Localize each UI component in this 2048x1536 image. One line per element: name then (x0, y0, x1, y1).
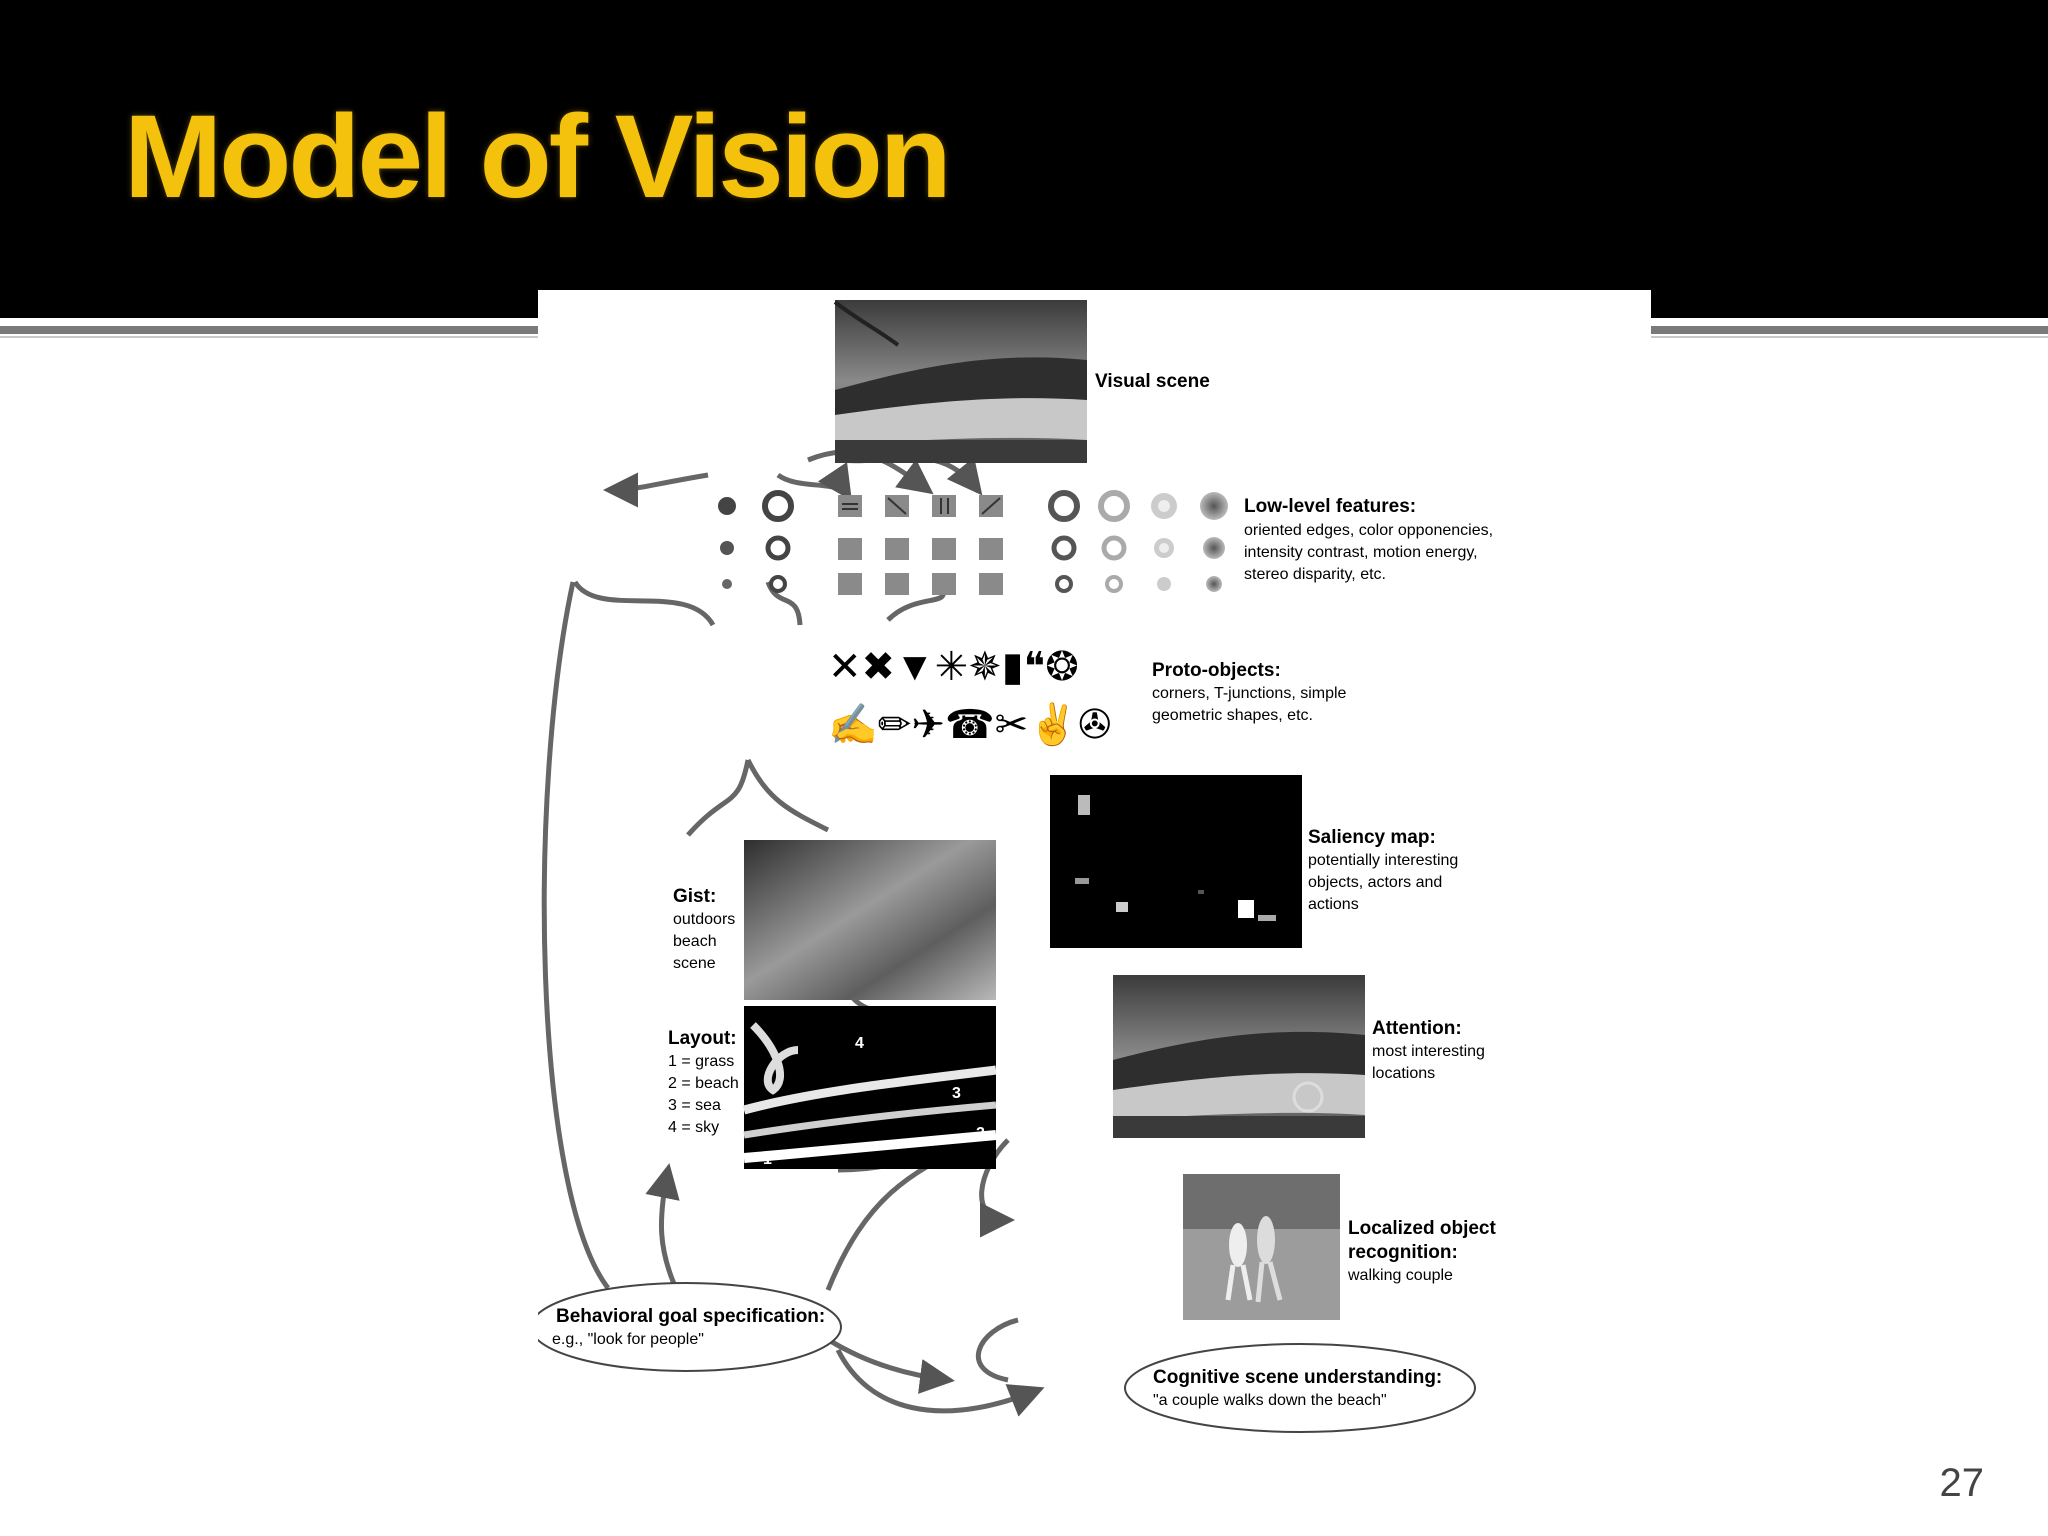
slide-header (0, 0, 2048, 318)
gist-desc-line: scene (673, 955, 716, 972)
cognitive-desc: "a couple walks down the beach" (1153, 1392, 1387, 1409)
low-level-desc-line: stereo disparity, etc. (1244, 566, 1386, 583)
gist-label: Gist: (673, 886, 716, 907)
proto-object-glyphs-row1: ✕✖▼✳✵▮❝❂ (828, 645, 1079, 689)
low-level-desc-line: oriented edges, color opponencies, (1244, 522, 1493, 539)
low-level-feature-icons (718, 490, 1228, 595)
low-level-label: Low-level features: (1244, 496, 1416, 517)
attention-desc-line: most interesting (1372, 1043, 1485, 1060)
object-recognition-label: recognition: (1348, 1242, 1458, 1263)
layout-region-label: 2 (976, 1125, 985, 1142)
layout-desc-line: 3 = sea (668, 1097, 721, 1114)
saliency-desc-line: potentially interesting (1308, 852, 1458, 869)
saliency-desc-line: objects, actors and (1308, 874, 1442, 891)
behavioral-goal-label: Behavioral goal specification: (556, 1306, 825, 1327)
visual-scene-label: Visual scene (1095, 371, 1210, 392)
layout-desc-line: 1 = grass (668, 1053, 734, 1070)
proto-objects-label: Proto-objects: (1152, 660, 1281, 681)
object-recognition-label: Localized object (1348, 1218, 1496, 1239)
low-level-desc-line: intensity contrast, motion energy, (1244, 544, 1478, 561)
layout-desc-line: 4 = sky (668, 1119, 719, 1136)
attention-desc-line: locations (1372, 1065, 1435, 1082)
saliency-desc-line: actions (1308, 896, 1359, 913)
behavioral-goal-ellipse (530, 1282, 842, 1372)
attention-image (1113, 975, 1365, 1138)
proto-object-glyphs-row2: ✍✏✈☎✂✌✇ (828, 700, 1112, 748)
saliency-label: Saliency map: (1308, 827, 1436, 848)
behavioral-goal-desc: e.g., "look for people" (552, 1331, 704, 1348)
layout-desc-line: 2 = beach (668, 1075, 739, 1092)
gist-image (744, 840, 996, 1000)
proto-objects-desc-line: corners, T-junctions, simple (1152, 685, 1347, 702)
vision-model-diagram: Visual scene Lo (530, 300, 1496, 1433)
object-recognition-desc: walking couple (1347, 1267, 1453, 1284)
vision-model-figure: Visual scene Lo (530, 290, 1651, 1450)
layout-image: 1 2 3 4 (742, 1006, 997, 1169)
cognitive-label: Cognitive scene understanding: (1153, 1367, 1442, 1388)
proto-objects-desc-line: geometric shapes, etc. (1152, 707, 1313, 724)
gist-desc-line: beach (673, 933, 717, 950)
saliency-map-image (1050, 775, 1302, 948)
layout-label: Layout: (668, 1028, 737, 1049)
cognitive-understanding-ellipse (1124, 1343, 1476, 1433)
object-recognition-image (1183, 1174, 1340, 1320)
attention-label: Attention: (1372, 1018, 1462, 1039)
visual-scene-image (833, 300, 1087, 463)
layout-region-label: 1 (763, 1151, 772, 1168)
layout-region-label: 4 (855, 1035, 864, 1052)
gist-desc-line: outdoors (673, 911, 735, 928)
slide-title: Model of Vision (124, 91, 952, 223)
layout-region-label: 3 (952, 1085, 961, 1102)
page-number: 27 (1939, 1461, 1985, 1505)
